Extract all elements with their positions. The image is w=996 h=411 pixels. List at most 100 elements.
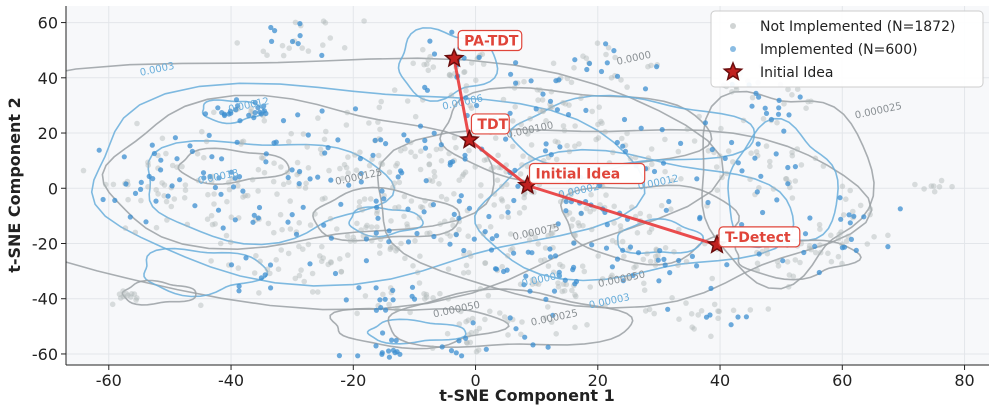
- not-implemented-point: [431, 168, 438, 175]
- density-contour-line: [312, 186, 461, 242]
- implemented-point: [273, 139, 279, 145]
- not-implemented-point: [366, 120, 372, 126]
- not-implemented-point: [317, 253, 323, 259]
- not-implemented-point: [419, 204, 426, 211]
- implemented-point: [755, 141, 761, 147]
- implemented-point: [228, 262, 235, 268]
- implemented-point: [604, 60, 610, 66]
- not-implemented-point: [496, 164, 502, 171]
- not-implemented-point: [133, 297, 139, 303]
- implemented-point: [206, 132, 212, 138]
- not-implemented-point: [258, 154, 265, 161]
- not-implemented-point: [817, 242, 823, 248]
- not-implemented-point: [561, 288, 568, 294]
- path-annotation-box: [528, 162, 646, 185]
- not-implemented-point: [337, 165, 343, 172]
- implemented-point: [504, 267, 510, 273]
- not-implemented-point: [249, 176, 256, 183]
- not-implemented-point: [179, 163, 185, 170]
- implemented-point: [207, 173, 213, 180]
- not-implemented-point: [817, 249, 824, 256]
- not-implemented-point: [491, 191, 498, 197]
- implemented-point: [232, 175, 238, 181]
- legend-marker-implemented: [730, 46, 736, 52]
- not-implemented-point: [545, 232, 551, 239]
- not-implemented-point: [466, 250, 473, 256]
- not-implemented-point: [171, 196, 178, 202]
- not-implemented-point: [555, 139, 561, 146]
- implemented-point: [667, 270, 673, 276]
- not-implemented-point: [618, 77, 624, 83]
- not-implemented-point: [548, 230, 554, 237]
- implemented-point: [295, 41, 301, 47]
- not-implemented-point: [361, 18, 367, 24]
- implemented-point: [753, 90, 759, 96]
- not-implemented-point: [469, 60, 475, 66]
- legend-marker-not-implemented: [730, 23, 736, 29]
- not-implemented-point: [748, 150, 754, 156]
- not-implemented-point: [401, 213, 407, 220]
- implemented-point: [583, 107, 589, 113]
- implemented-point: [661, 256, 667, 262]
- implemented-point: [251, 115, 257, 121]
- not-implemented-point: [561, 127, 568, 134]
- implemented-point: [289, 38, 296, 45]
- implemented-point: [565, 112, 572, 118]
- implemented-point: [482, 229, 488, 235]
- not-implemented-point: [267, 270, 273, 277]
- not-implemented-point: [132, 229, 139, 236]
- implemented-point: [776, 97, 782, 103]
- not-implemented-point: [424, 61, 430, 67]
- not-implemented-point: [595, 135, 602, 141]
- implemented-point: [729, 139, 735, 146]
- implemented-point: [305, 132, 311, 138]
- not-implemented-point: [364, 222, 370, 229]
- not-implemented-point: [754, 260, 761, 267]
- not-implemented-point: [296, 243, 302, 250]
- not-implemented-point: [652, 262, 659, 268]
- implemented-point: [200, 170, 207, 176]
- implemented-point: [542, 148, 549, 154]
- not-implemented-point: [444, 230, 450, 237]
- not-implemented-point: [120, 288, 126, 294]
- not-implemented-point: [320, 42, 326, 48]
- implemented-point: [511, 197, 517, 204]
- not-implemented-point: [248, 105, 254, 112]
- not-implemented-point: [611, 220, 617, 226]
- implemented-point: [515, 183, 521, 189]
- implemented-point: [635, 250, 642, 256]
- not-implemented-point: [494, 177, 501, 183]
- implemented-point: [705, 199, 711, 206]
- not-implemented-point: [390, 184, 396, 191]
- not-implemented-point: [461, 251, 467, 258]
- implemented-point: [456, 198, 462, 204]
- not-implemented-point: [320, 255, 327, 261]
- implemented-point: [512, 167, 518, 173]
- not-implemented-point: [438, 193, 445, 200]
- not-implemented-point: [379, 161, 386, 167]
- not-implemented-point: [305, 165, 312, 171]
- not-implemented-point: [563, 281, 570, 288]
- implemented-point: [258, 111, 264, 117]
- not-implemented-point: [279, 42, 286, 49]
- implemented-point: [586, 60, 593, 67]
- not-implemented-point: [350, 234, 357, 241]
- y-tick-label: -40: [32, 290, 58, 309]
- not-implemented-point: [789, 92, 795, 98]
- not-implemented-point: [122, 225, 129, 231]
- not-implemented-point: [806, 243, 813, 249]
- not-implemented-point: [717, 153, 723, 159]
- not-implemented-point: [255, 166, 262, 173]
- not-implemented-point: [301, 278, 308, 285]
- not-implemented-point: [467, 102, 474, 109]
- implemented-point: [522, 334, 528, 340]
- not-implemented-point: [285, 250, 292, 257]
- not-implemented-point: [401, 193, 408, 200]
- not-implemented-point: [260, 48, 267, 55]
- implemented-point: [363, 258, 369, 264]
- not-implemented-point: [545, 263, 552, 269]
- not-implemented-point: [372, 234, 378, 240]
- not-implemented-point: [548, 88, 555, 95]
- not-implemented-point: [538, 257, 544, 264]
- not-implemented-point: [572, 232, 579, 239]
